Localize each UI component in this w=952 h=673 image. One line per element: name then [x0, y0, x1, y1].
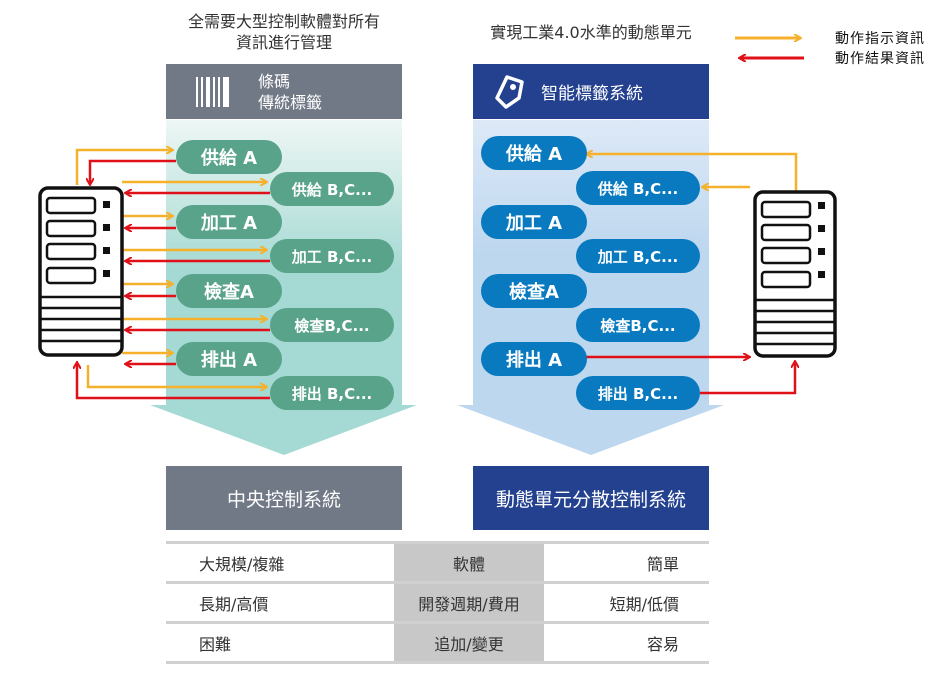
left-server-icon [38, 186, 124, 357]
left-caption-line1: 全需要大型控制軟體對所有 [187, 12, 380, 31]
left-header-line1: 條碼 [258, 71, 291, 91]
distributed-control-system: 動態單元分散控制系統 [473, 466, 709, 530]
left-item-process-bc[interactable]: 加工 B,C... [270, 239, 394, 273]
left-item-supply-a[interactable]: 供給 A [176, 140, 282, 174]
table-row: 長期/高價 開發週期/費用 短期/低價 [166, 582, 709, 624]
table-row: 大規模/複雜 軟體 簡單 [166, 541, 709, 584]
left-header: 條碼 傳統標籤 [166, 64, 402, 119]
right-item-supply-bc[interactable]: 供給 B,C... [576, 171, 700, 205]
right-caption: 實現工業4.0水準的動態單元 [490, 23, 692, 42]
table-row: 困難 追加/變更 容易 [166, 622, 709, 664]
right-header: 智能標籤系統 [473, 64, 709, 119]
row-right-value: 容易 [544, 622, 709, 664]
comparison-table: 大規模/複雜 軟體 簡單 長期/高價 開發週期/費用 短期/低價 困難 追加/變… [166, 541, 709, 664]
row-left-value: 困難 [166, 622, 394, 664]
central-control-system: 中央控制系統 [166, 466, 402, 530]
row-category: 追加/變更 [394, 622, 544, 664]
row-right-value: 短期/低價 [544, 582, 709, 624]
right-item-inspect-a[interactable]: 檢查A [481, 274, 587, 308]
right-item-supply-a[interactable]: 供給 A [481, 136, 587, 170]
legend-instruction-label: 動作指示資訊 [835, 31, 925, 47]
left-connectors [77, 150, 270, 400]
row-right-value: 簡單 [544, 541, 709, 584]
right-item-process-a[interactable]: 加工 A [481, 205, 587, 239]
row-category: 開發週期/費用 [394, 582, 544, 624]
right-header-label: 智能標籤系統 [541, 84, 643, 104]
left-item-eject-bc[interactable]: 排出 B,C... [270, 376, 394, 410]
right-item-eject-bc[interactable]: 排出 B,C... [576, 376, 700, 410]
left-item-inspect-bc[interactable]: 檢查B,C... [270, 308, 394, 342]
right-server-icon [753, 190, 837, 358]
row-left-value: 大規模/複雜 [166, 541, 394, 584]
row-category: 軟體 [394, 541, 544, 584]
left-item-inspect-a[interactable]: 檢查A [176, 274, 282, 308]
left-item-eject-a[interactable]: 排出 A [176, 342, 282, 376]
left-caption: 全需要大型控制軟體對所有 資訊進行管理 [166, 11, 402, 53]
right-item-inspect-bc[interactable]: 檢查B,C... [576, 308, 700, 342]
legend-result-label: 動作結果資訊 [835, 51, 925, 67]
barcode-icon [196, 76, 229, 107]
right-connectors [585, 154, 796, 395]
left-item-supply-bc[interactable]: 供給 B,C... [270, 172, 394, 206]
left-item-process-a[interactable]: 加工 A [176, 205, 282, 239]
left-caption-line2: 資訊進行管理 [235, 33, 332, 52]
right-item-process-bc[interactable]: 加工 B,C... [576, 239, 700, 273]
left-header-line2: 傳統標籤 [258, 92, 323, 112]
tag-icon [495, 74, 524, 109]
right-item-eject-a[interactable]: 排出 A [481, 342, 587, 376]
row-left-value: 長期/高價 [166, 582, 394, 624]
